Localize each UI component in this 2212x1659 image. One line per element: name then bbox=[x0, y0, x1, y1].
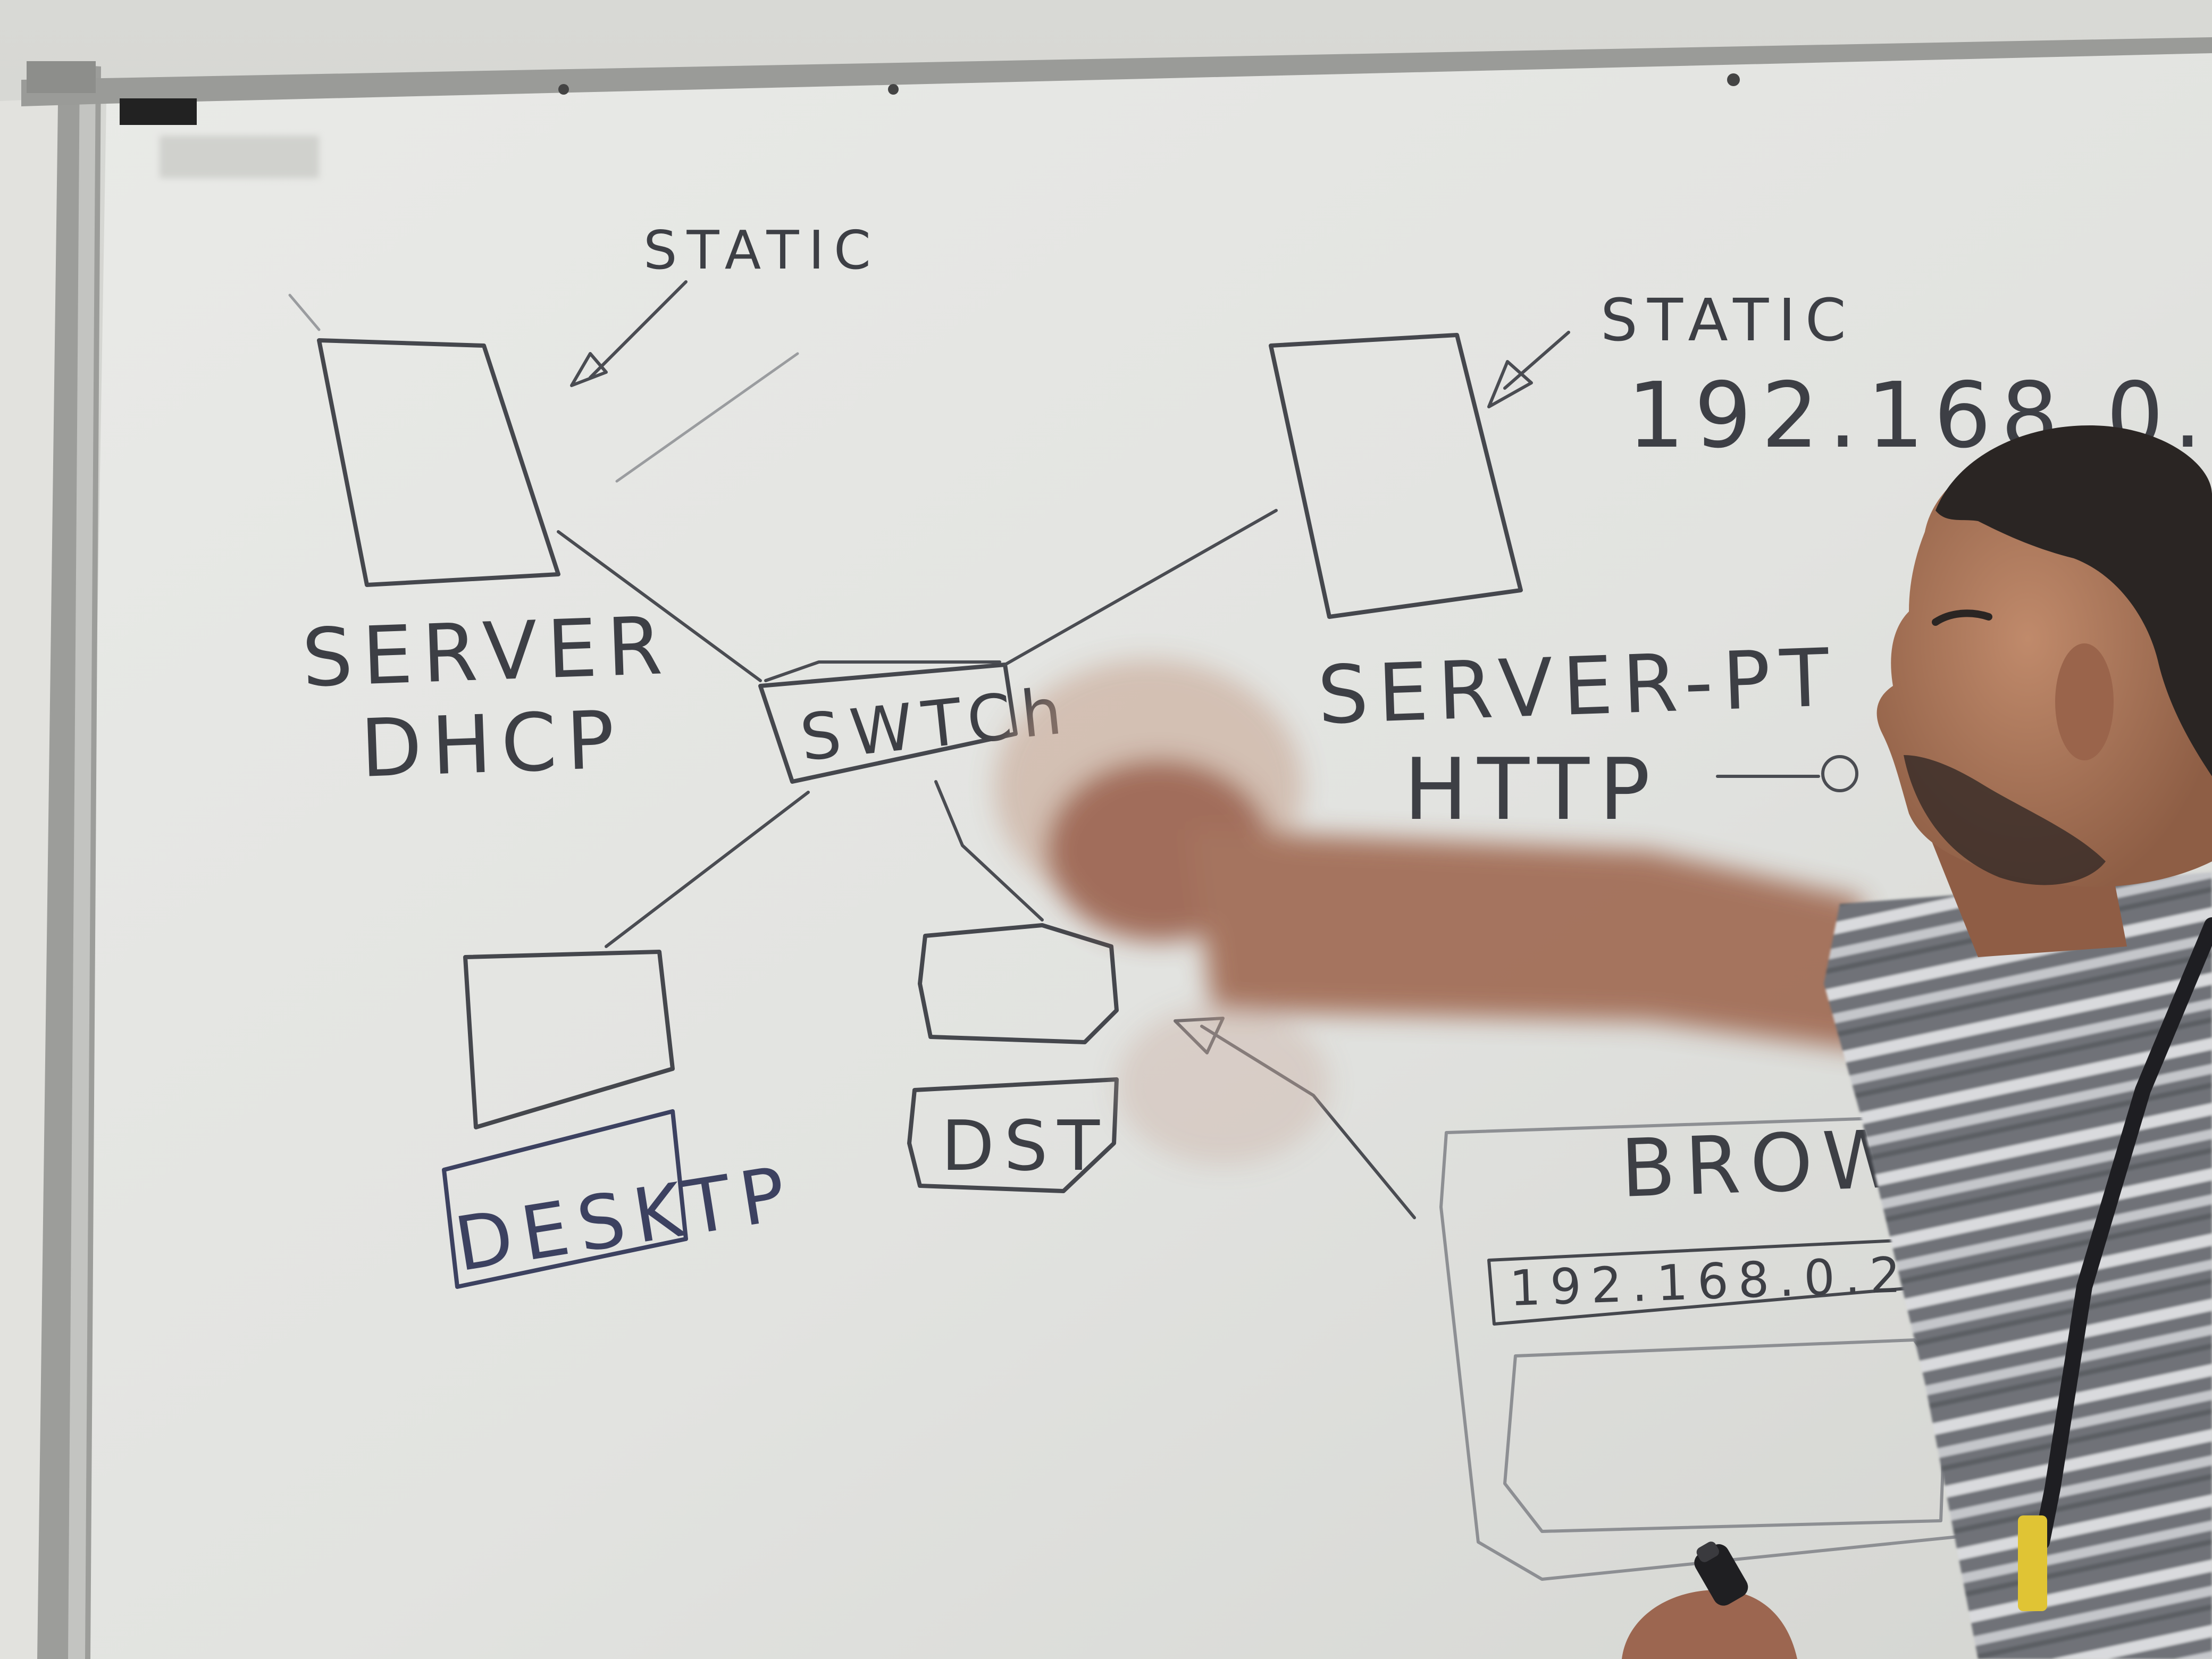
marker-pen-icon bbox=[1694, 1541, 1748, 1606]
server-dhcp-node bbox=[288, 294, 560, 587]
eyebrow bbox=[1932, 609, 1992, 626]
static-right-arrow bbox=[1503, 331, 1570, 390]
server-dhcp-label-line2: DHCP bbox=[359, 694, 625, 795]
board-frame-top bbox=[21, 37, 2212, 106]
dst-label: DST bbox=[941, 1105, 1109, 1186]
board-frame-highlight bbox=[68, 66, 96, 1659]
beard bbox=[1904, 755, 2106, 885]
arrowhead-icon bbox=[570, 352, 608, 387]
server-http-label-line2: HTTP bbox=[1404, 740, 1660, 839]
ear bbox=[2055, 643, 2114, 760]
arrowhead-icon bbox=[1487, 360, 1533, 408]
server-dhcp-label-line1: SERVER bbox=[300, 600, 673, 705]
circle-end-icon bbox=[1821, 755, 1858, 792]
lanyard bbox=[2034, 917, 2212, 1550]
lower-hand bbox=[1622, 1590, 1797, 1659]
person-presenter bbox=[994, 425, 2212, 1659]
board-smudge bbox=[160, 136, 319, 178]
motion-blurred-arm bbox=[994, 659, 1882, 1164]
static-top-label: STATIC bbox=[643, 219, 881, 281]
desktop-node bbox=[442, 950, 688, 1289]
frame-screw bbox=[558, 84, 569, 95]
badge-clip bbox=[2018, 1515, 2047, 1611]
server-http-label-line1: SERVER-PT bbox=[1316, 632, 1840, 742]
server-http-node bbox=[1269, 333, 1523, 619]
faint-line bbox=[615, 352, 799, 483]
frame-screw bbox=[888, 84, 899, 95]
hair bbox=[1936, 425, 2212, 776]
frame-corner bbox=[27, 61, 96, 93]
static-top-arrow bbox=[589, 280, 688, 379]
dst-node bbox=[907, 923, 1119, 1193]
frame-tag bbox=[120, 98, 197, 125]
frame-screw bbox=[1727, 73, 1740, 86]
static-right-label: STATIC bbox=[1601, 286, 1856, 354]
striped-shirt bbox=[1824, 872, 2212, 1659]
